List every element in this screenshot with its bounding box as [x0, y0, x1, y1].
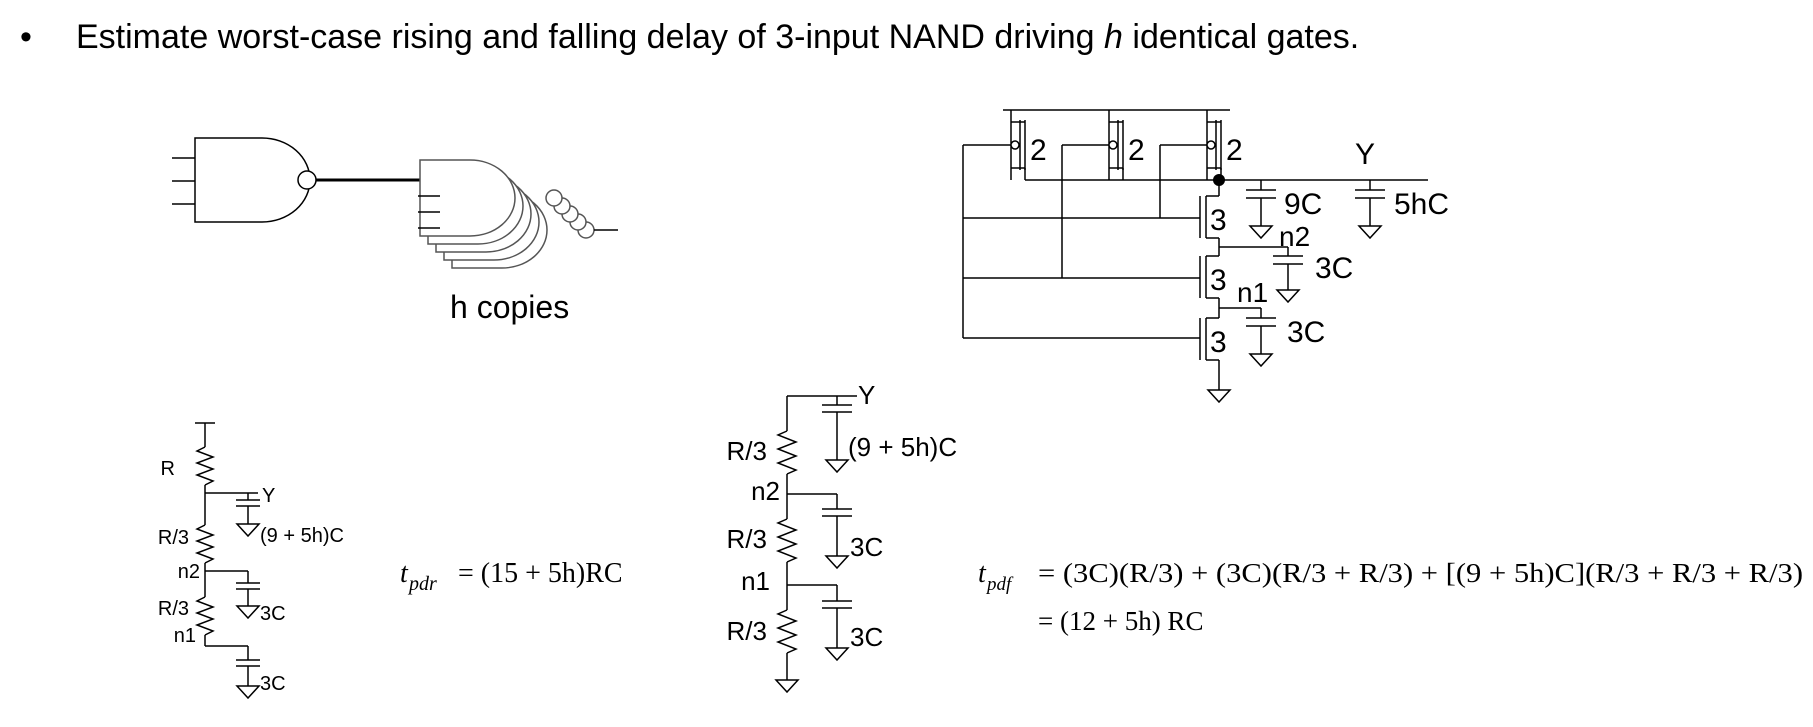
tpdr-equation: t pdr = (15 + 5h)RC	[400, 558, 623, 595]
ground-symbol	[1207, 389, 1231, 403]
capacitor-3c-n2: 3C	[1219, 246, 1353, 303]
svg-text:(9 + 5h)C: (9 + 5h)C	[260, 525, 344, 547]
svg-text:Y: Y	[262, 485, 275, 507]
svg-text:2: 2	[1030, 134, 1047, 167]
svg-text:9C: 9C	[1284, 188, 1322, 221]
capacitor-3c-n1: 3C	[1219, 307, 1325, 367]
svg-text:t: t	[978, 558, 987, 589]
svg-text:5hC: 5hC	[1394, 188, 1449, 221]
svg-text:R/3: R/3	[158, 598, 189, 620]
svg-text:3C: 3C	[260, 603, 286, 625]
svg-text:n1: n1	[174, 625, 196, 647]
nand-gate-symbol	[172, 137, 317, 223]
bullet: •	[20, 18, 32, 56]
svg-text:pdf: pdf	[985, 574, 1014, 595]
h-copies-gates	[418, 159, 618, 269]
svg-text:2: 2	[1128, 134, 1145, 167]
node-n1-label: n1	[1237, 277, 1268, 308]
svg-text:3C: 3C	[850, 532, 883, 562]
svg-text:n2: n2	[178, 561, 200, 583]
svg-text:3C: 3C	[1315, 252, 1353, 285]
svg-text:3C: 3C	[850, 622, 883, 652]
svg-text:n2: n2	[751, 476, 780, 506]
svg-text:= (3C)(R/3) + (3C)(R/3 + R/3): = (3C)(R/3) + (3C)(R/3 + R/3) + [(9 + 5h…	[1038, 558, 1803, 588]
svg-text:3C: 3C	[1287, 316, 1325, 349]
svg-text:3: 3	[1210, 264, 1227, 297]
svg-text:Y: Y	[858, 380, 875, 410]
falling-rc-model: Y (9 + 5h)C R/3 n2 3C R/3 n1 3C R/3	[727, 380, 957, 693]
slide-heading: Estimate worst-case rising and falling d…	[76, 18, 1359, 57]
svg-text:3: 3	[1210, 204, 1227, 237]
svg-text:R/3: R/3	[727, 616, 767, 646]
svg-text:R/3: R/3	[727, 524, 767, 554]
heading-text-a: Estimate worst-case rising and falling d…	[76, 18, 1105, 56]
svg-text:(9 + 5h)C: (9 + 5h)C	[848, 432, 957, 462]
svg-text:= (15 + 5h)RC: = (15 + 5h)RC	[458, 558, 623, 589]
pmos-transistor: 2	[1160, 110, 1243, 180]
svg-text:t: t	[400, 558, 409, 589]
h-copies-label: h copies	[450, 289, 569, 325]
svg-text:n1: n1	[741, 566, 770, 596]
pmos-transistor: 2	[1062, 110, 1145, 180]
svg-text:2: 2	[1226, 134, 1243, 167]
svg-text:R: R	[161, 458, 175, 480]
svg-text:pdr: pdr	[407, 573, 437, 595]
output-y-label: Y	[1355, 138, 1375, 171]
rising-rc-model: R Y (9 + 5h)C R/3 n2 3C R/3 n1 3C	[158, 422, 344, 699]
nmos-transistor: 3	[1199, 180, 1227, 239]
tpdf-equation: t pdf = (3C)(R/3) + (3C)(R/3 + R/3) + [(…	[978, 558, 1803, 636]
svg-text:3: 3	[1210, 326, 1227, 359]
heading-var-h: h	[1104, 18, 1123, 56]
svg-text:R/3: R/3	[158, 527, 189, 549]
svg-text:R/3: R/3	[727, 436, 767, 466]
svg-text:3C: 3C	[260, 673, 286, 695]
heading-text-b: identical gates.	[1122, 18, 1360, 56]
capacitor-9c: 9C	[1246, 180, 1322, 239]
svg-text:= (12 + 5h) RC: = (12 + 5h) RC	[1038, 606, 1203, 636]
pmos-transistor: 2	[963, 110, 1047, 180]
capacitor-5hc: 5hC	[1355, 180, 1449, 239]
nand3-schematic: 2 2 2 Y	[962, 109, 1449, 403]
nmos-transistor: 3	[1199, 238, 1227, 299]
